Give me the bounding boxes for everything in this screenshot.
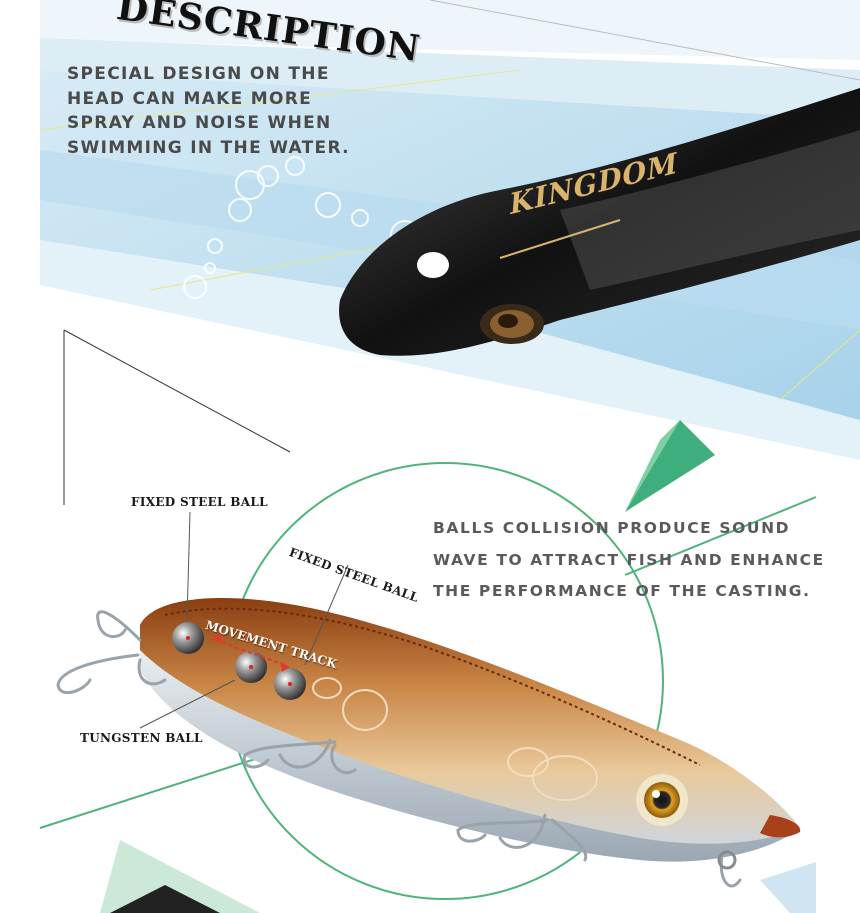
description-line: BALLS COLLISION PRODUCE SOUND — [433, 519, 791, 537]
balls-collision-description: BALLS COLLISION PRODUCE SOUND WAVE TO AT… — [433, 513, 825, 608]
bubbles — [183, 156, 420, 299]
description-line: WAVE TO ATTRACT FISH AND ENHANCE — [433, 550, 825, 569]
fixed-steel-ball-label: FIXED STEEL BALL — [131, 495, 268, 509]
head-design-description: SPECIAL DESIGN ON THE HEAD CAN MAKE MORE… — [67, 62, 367, 160]
description-line: SPECIAL DESIGN ON THE — [67, 64, 330, 84]
description-line: THE PERFORMANCE OF THE CASTING. — [433, 582, 811, 600]
description-line: HEAD CAN MAKE MORE — [67, 88, 313, 109]
description-line: SWIMMING IN THE WATER. — [67, 137, 350, 158]
tungsten-ball-label: TUNGSTEN BALL — [80, 731, 203, 745]
description-line: SPRAY AND NOISE WHEN — [67, 113, 332, 133]
